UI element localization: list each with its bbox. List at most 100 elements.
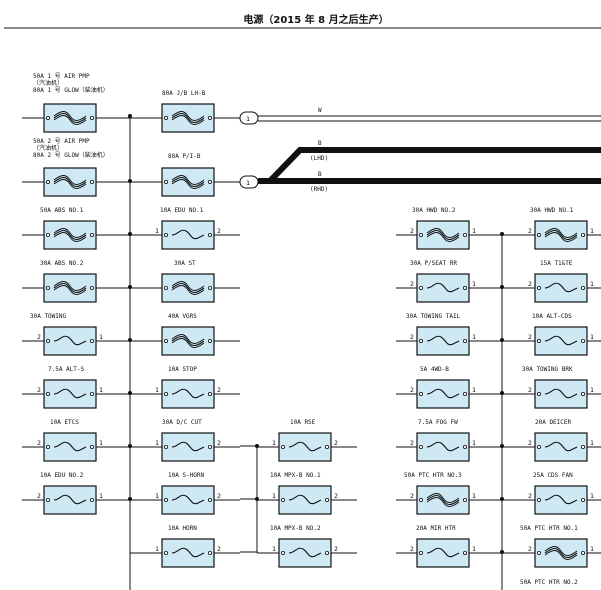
fuse-label: 10A EDU NO.2: [40, 472, 84, 479]
fuse-f5: 50A ABS NO.1: [22, 207, 130, 250]
fuse-terminal: [462, 497, 467, 502]
fuse-element: [53, 232, 87, 242]
bottom-fuse-label: 50A PTC HTR NO.2: [520, 579, 578, 586]
fuse-label: 15A T1&TE: [540, 260, 573, 267]
fuse-element: [171, 388, 205, 399]
fuse-element: [171, 111, 205, 121]
fuse-label: 50A 2 号 AIR PMP: [33, 138, 90, 145]
fuse-terminal: [207, 338, 212, 343]
fuse-box: [534, 326, 588, 356]
fuse-pin-right: 1: [590, 227, 594, 235]
top-wire-w: [258, 115, 601, 122]
fuse-element: [171, 334, 205, 344]
fuse-pin-right: 1: [590, 280, 594, 288]
fuse-terminal: [46, 232, 51, 237]
fuse-element: [171, 335, 205, 347]
fuse-pin-left: 1: [272, 492, 276, 500]
fuse-terminal: [46, 391, 51, 396]
fuse-pin-left: 1: [272, 545, 276, 553]
fuse-pin-right: 1: [472, 545, 476, 553]
fuse-pin-right: 1: [99, 386, 103, 394]
fuse-label: 50A PTC HTR NO.1: [520, 525, 578, 532]
fuse-box: [534, 432, 588, 462]
fuse-label: 10A EDU NO.1: [160, 207, 204, 214]
wire-label-rhd: (RHD): [310, 186, 328, 193]
fuse-element: [171, 441, 205, 452]
fuse-element: [288, 441, 322, 452]
fuse-pin-left: 1: [155, 439, 159, 447]
fuse-terminal: [207, 391, 212, 396]
fuse-pin-left: 2: [528, 333, 532, 341]
fuse-pin-left: 2: [410, 439, 414, 447]
fuse-terminal: [46, 338, 51, 343]
junction-dot: [500, 338, 504, 342]
fuse-label: 30A TOWING: [30, 313, 67, 320]
fuse-terminal: [324, 497, 329, 502]
fuse-pin-right: 2: [334, 439, 338, 447]
fuse-terminal: [207, 497, 212, 502]
fuse-layer: 50A 1 号 AIR PMP（汽油机）80A 1 号 GLOW（柴油机）80A…: [22, 73, 601, 568]
wire-label-b-rhd: B: [318, 171, 322, 178]
fuse-terminal: [90, 232, 95, 237]
fuse-label: 30A TOWING BRK: [522, 366, 573, 373]
diagram-title: 电源（2015 年 8 月之后生产）: [243, 13, 388, 26]
fuse-pin-right: 1: [590, 386, 594, 394]
fuse-pin-right: 1: [472, 439, 476, 447]
fuse-terminal: [90, 179, 95, 184]
fuse-terminal: [207, 551, 212, 556]
fuse-element: [544, 228, 578, 238]
fuse-terminal: [418, 444, 423, 449]
fuse-label: 10A MPX-B NO.1: [270, 472, 321, 479]
fuse-terminal: [581, 497, 586, 502]
fuse-pin-right: 2: [217, 227, 221, 235]
fuse-label: 80A P/I-B: [168, 153, 201, 160]
fuse-terminal: [207, 444, 212, 449]
fuse-pin-right: 1: [99, 439, 103, 447]
junction-dot: [500, 497, 504, 501]
junction-dot: [500, 285, 504, 289]
fuse-element: [53, 285, 87, 295]
fuse-pin-right: 1: [472, 492, 476, 500]
fuse-pin-right: 1: [590, 545, 594, 553]
fuse-box: [534, 485, 588, 515]
fuse-element: [544, 494, 578, 505]
fuse-f7: 30A ABS NO.2: [22, 260, 130, 303]
fuse-element: [53, 112, 87, 124]
fuse-pin-left: 2: [528, 439, 532, 447]
fuse-terminal: [90, 497, 95, 502]
fuse-label: 50A 1 号 AIR PMP: [33, 73, 90, 80]
fuse-box: [161, 432, 215, 462]
fuse-element: [171, 176, 205, 188]
fuse-box: [161, 326, 215, 356]
fuse-element: [53, 335, 87, 346]
fuse-pin-left: 2: [37, 492, 41, 500]
fuse-element: [53, 281, 87, 291]
fuse-element: [544, 550, 578, 560]
junction-dot: [500, 232, 504, 236]
fuse-element: [544, 546, 578, 556]
fuse-box: [416, 432, 470, 462]
junction-dot: [500, 550, 504, 554]
junction-dot: [128, 179, 132, 183]
fuse-label: 5A 4WD-B: [420, 366, 449, 373]
fuse-element: [171, 175, 205, 185]
fuse-label: 50A ABS NO.1: [40, 207, 84, 214]
fuse-terminal: [537, 338, 542, 343]
junction-dot: [128, 114, 132, 118]
fuse-element: [171, 282, 205, 294]
fuse-box: [534, 379, 588, 409]
fuse-pin-right: 1: [99, 333, 103, 341]
fuse-box: [161, 273, 215, 303]
fuse-label: 7.5A ALT-S: [48, 366, 85, 373]
fuse-terminal: [163, 391, 168, 396]
fuse-f4: 80A P/I-B: [130, 153, 240, 197]
fuse-terminal: [90, 338, 95, 343]
